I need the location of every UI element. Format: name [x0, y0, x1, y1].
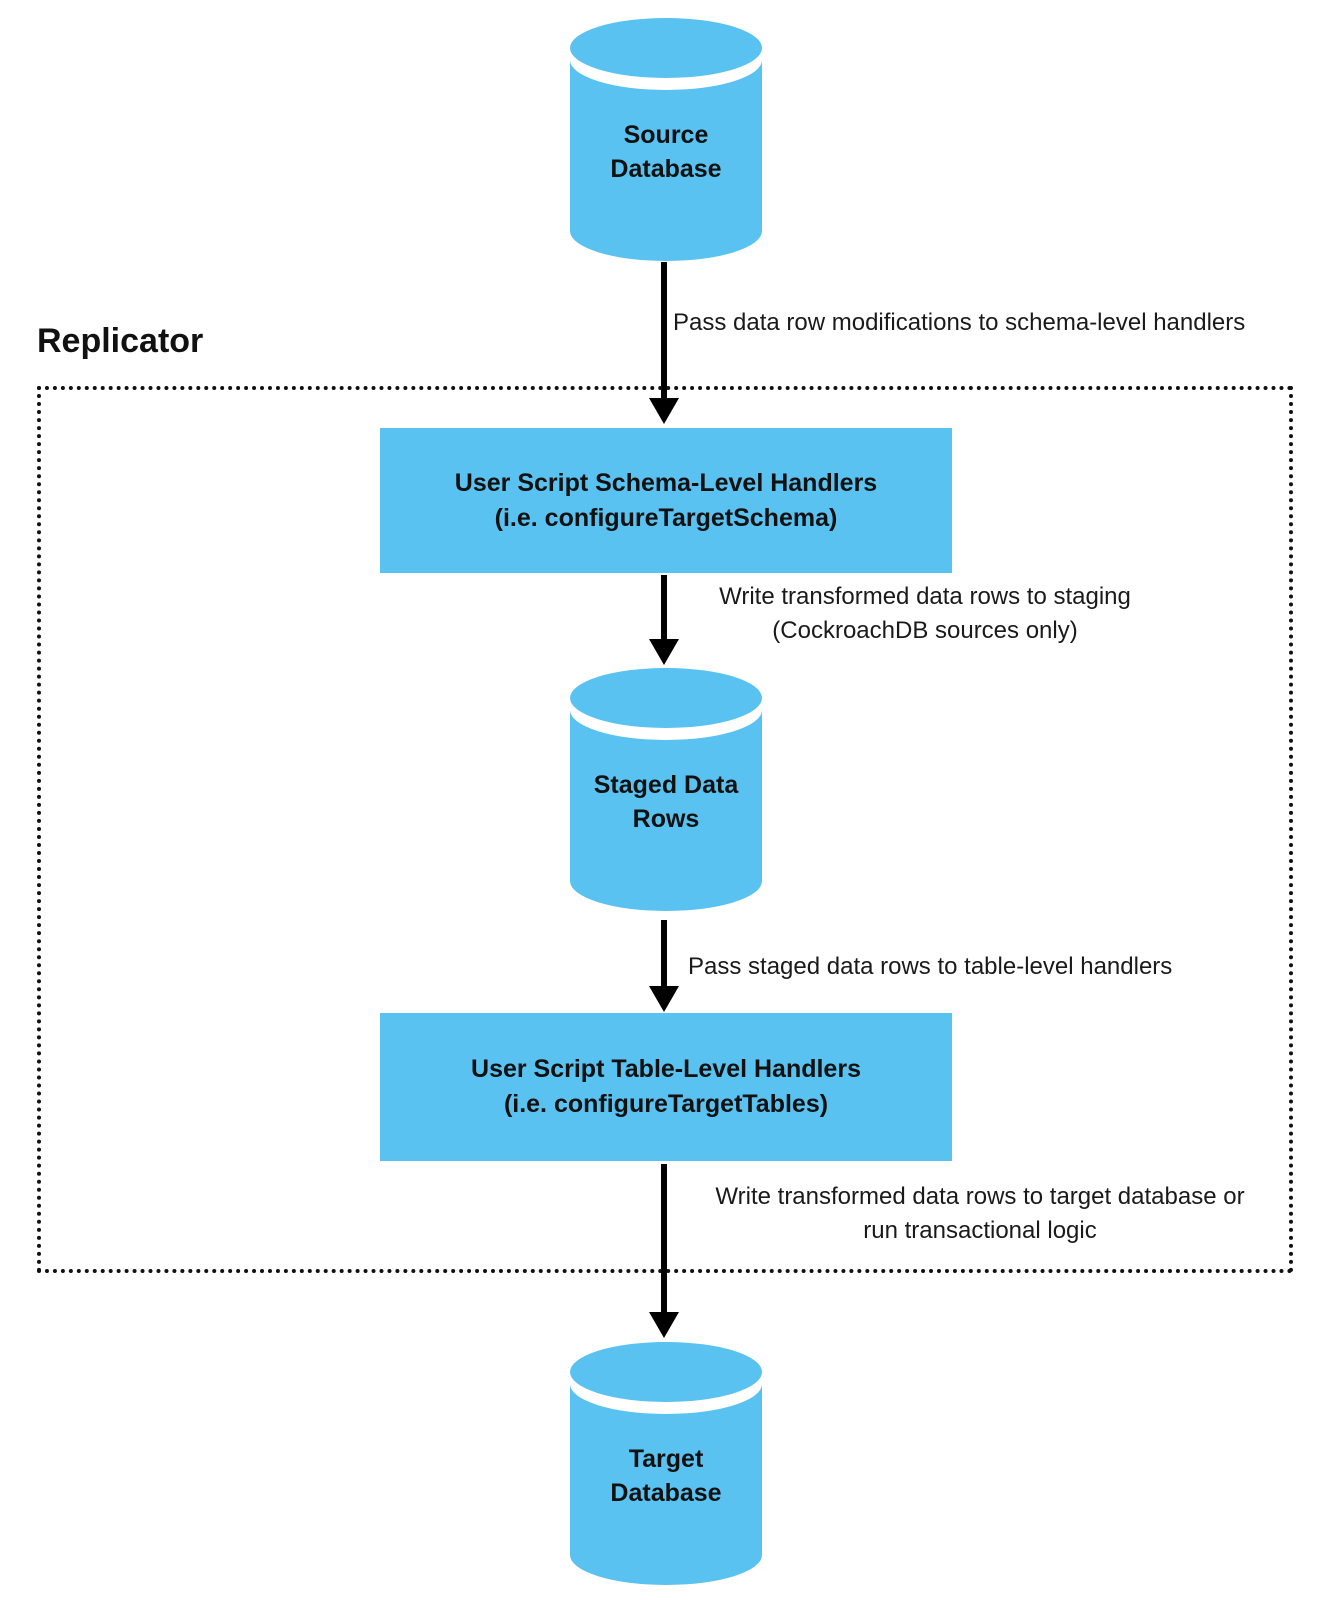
arrow-head-icon [649, 639, 679, 665]
edge-label-3: Pass staged data rows to table-level han… [688, 953, 1173, 980]
database-cylinder-icon [570, 18, 762, 261]
edge-arrow-schema-to-staged [649, 575, 679, 665]
edge-label-4-line1: Write transformed data rows to target da… [715, 1183, 1245, 1210]
edge-label-2-line1: Write transformed data rows to staging [719, 583, 1131, 610]
edge-label-1: Pass data row modifications to schema-le… [673, 309, 1246, 336]
edge-label-4: Write transformed data rows to target da… [670, 1180, 1290, 1248]
replicator-title: Replicator [37, 322, 204, 360]
source-database-node: Source Database [570, 18, 762, 263]
staged-data-rows-label: Staged Data Rows [570, 668, 762, 913]
target-database-label-line2: Database [610, 1478, 722, 1507]
table-handlers-label-line2: (i.e. configureTargetTables) [503, 1090, 829, 1118]
edge-label-4-line2: run transactional logic [863, 1217, 1097, 1244]
arrow-shaft [661, 262, 667, 398]
source-database-label: Source Database [570, 18, 762, 263]
arrow-head-icon [649, 1312, 679, 1338]
schema-handlers-label-line1: User Script Schema-Level Handlers [454, 468, 878, 497]
arrow-shaft [661, 1164, 667, 1312]
database-cylinder-icon [570, 668, 762, 911]
arrow-head-icon [649, 398, 679, 424]
table-handlers-label-line1: User Script Table-Level Handlers [471, 1055, 861, 1083]
edge-label-2: Write transformed data rows to staging (… [615, 580, 1235, 648]
target-database-label: Target Database [570, 1342, 762, 1587]
source-database-label-line1: Source [623, 120, 709, 149]
staged-data-rows-node: Staged Data Rows [570, 668, 762, 913]
edge-arrow-staged-to-table [649, 920, 679, 1012]
staged-data-rows-label-line2: Rows [632, 804, 700, 833]
table-handlers-node: User Script Table-Level Handlers (i.e. c… [380, 1013, 952, 1161]
target-database-label-line1: Target [628, 1444, 704, 1473]
database-cylinder-icon [570, 1342, 762, 1585]
target-database-node: Target Database [570, 1342, 762, 1587]
edge-arrow-table-to-target [649, 1164, 679, 1338]
edge-arrow-source-to-schema [649, 262, 679, 424]
arrow-head-icon [649, 986, 679, 1012]
staged-data-rows-label-line1: Staged Data [593, 770, 739, 799]
schema-handlers-label-line2: (i.e. configureTargetSchema) [494, 503, 838, 532]
arrow-shaft [661, 575, 667, 639]
arrow-shaft [661, 920, 667, 986]
source-database-label-line2: Database [610, 154, 722, 183]
edge-label-2-line2: (CockroachDB sources only) [772, 617, 1078, 644]
schema-handlers-node: User Script Schema-Level Handlers (i.e. … [380, 428, 952, 573]
